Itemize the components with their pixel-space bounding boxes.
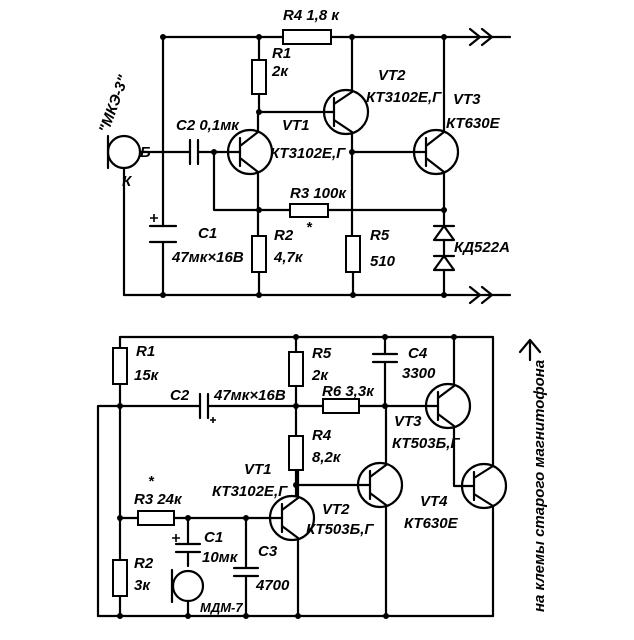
bottom-r6-resistor	[322, 398, 360, 414]
top-vt2-name: VT2	[378, 67, 406, 84]
bottom-r1-resistor	[112, 347, 128, 385]
top-mic-b: Б	[140, 144, 151, 161]
top-vt2-transistor	[322, 35, 370, 238]
bottom-r5-value: 2к	[311, 367, 329, 384]
bottom-circuit: R1 15к R5 2к C4 3300 C2 47мк×16В R6 3,3к…	[96, 334, 548, 619]
bottom-r3-star: *	[148, 473, 155, 490]
bottom-vt1-type: КТ3102Е,Г	[212, 483, 288, 500]
top-r2-value: 4,7к	[273, 249, 304, 266]
top-output-arrow-plus	[468, 27, 512, 47]
bottom-c4-capacitor	[371, 335, 399, 408]
bottom-c2-capacitor	[198, 392, 210, 420]
top-c1-value: 47мк×16В	[171, 249, 244, 266]
bottom-side-label: на клемы старого магнитофона	[531, 360, 548, 612]
bottom-r5-resistor	[288, 351, 304, 387]
bottom-r6-label: R6 3,3к	[322, 383, 375, 400]
top-circuit: R4 1,8 к R1 2к VT2 КТ3102Е,Г VT3 КТ630Е …	[96, 7, 512, 305]
top-diode-label: КД522А	[454, 239, 510, 256]
bottom-terminal-arrows	[518, 338, 542, 362]
bottom-r2-name: R2	[134, 555, 154, 572]
bottom-vt4-transistor	[460, 335, 508, 618]
bottom-r4-resistor	[288, 435, 304, 471]
top-microphone	[106, 134, 192, 297]
top-mic-label: "МКЭ-3"	[96, 72, 133, 135]
bottom-vt2-name: VT2	[322, 501, 350, 518]
bottom-c1-capacitor	[174, 516, 202, 568]
top-r5-name: R5	[370, 227, 390, 244]
bottom-c4-value: 3300	[402, 365, 436, 382]
bottom-r2-value: 3к	[134, 577, 151, 594]
top-junctions	[160, 34, 447, 298]
bottom-vt2-type: КТ503Б,Г	[306, 521, 374, 538]
top-vt1-name: VT1	[282, 117, 310, 134]
bottom-r3-resistor	[137, 510, 175, 526]
top-r4-label: R4 1,8 к	[283, 7, 340, 24]
top-r5-resistor	[345, 235, 361, 273]
top-output-arrow-minus	[468, 285, 512, 305]
bottom-c1-name: C1	[204, 529, 223, 546]
bottom-r5-name: R5	[312, 345, 332, 362]
top-vt3-name: VT3	[453, 91, 481, 108]
bottom-mic-label: МДМ-7	[200, 600, 243, 615]
top-vt1-transistor	[212, 110, 292, 238]
top-r3-label: R3 100к	[290, 185, 347, 202]
bottom-r1-name: R1	[136, 343, 155, 360]
bottom-c3-value: 4700	[255, 577, 290, 594]
top-r1-name: R1	[272, 45, 291, 62]
top-c1-capacitor	[148, 224, 178, 244]
top-mic-k: К	[122, 173, 133, 190]
top-r2-star: *	[306, 219, 313, 236]
bottom-vt3-type: КТ503Б,Г	[392, 435, 460, 452]
bottom-microphone	[170, 568, 205, 618]
top-vt1-type: КТ3102Е,Г	[270, 145, 346, 162]
bottom-r4-name: R4	[312, 427, 332, 444]
top-r1-value: 2к	[271, 63, 289, 80]
bottom-c2-label: C2	[170, 387, 190, 404]
top-c1-name: C1	[198, 225, 217, 242]
top-r2-name: R2	[274, 227, 294, 244]
bottom-vt4-name: VT4	[420, 493, 448, 510]
bottom-c1-value: 10мк	[202, 549, 239, 566]
top-r3-resistor	[289, 203, 329, 218]
bottom-r3-label: R3 24к	[134, 491, 183, 508]
bottom-vt4-type: КТ630Е	[404, 515, 459, 532]
top-vt2-type: КТ3102Е,Г	[366, 89, 442, 106]
bottom-vt1-transistor	[176, 468, 316, 618]
bottom-vt3-name: VT3	[394, 413, 422, 430]
top-c2-label: C2 0,1мк	[176, 117, 240, 134]
bottom-r4-value: 8,2к	[312, 449, 342, 466]
bottom-junctions	[117, 334, 457, 619]
top-r5-value: 510	[370, 253, 396, 270]
bottom-c3-capacitor	[232, 516, 260, 618]
top-vt3-transistor	[350, 35, 460, 228]
top-r2-resistor	[251, 235, 267, 273]
top-r1-resistor	[251, 59, 267, 95]
top-r4-resistor	[282, 29, 332, 45]
bottom-r2-resistor	[112, 559, 128, 597]
bottom-c2-value: 47мк×16В	[213, 387, 286, 404]
bottom-vt3-transistor	[424, 335, 476, 488]
bottom-c3-name: C3	[258, 543, 278, 560]
bottom-c4-name: C4	[408, 345, 428, 362]
bottom-left-wire	[96, 335, 122, 618]
top-vt3-type: КТ630Е	[446, 115, 501, 132]
bottom-vt1-name: VT1	[244, 461, 272, 478]
top-c2-capacitor	[188, 138, 242, 166]
bottom-vt2-transistor	[294, 404, 404, 618]
top-diodes	[432, 224, 456, 297]
bottom-r1-value: 15к	[134, 367, 160, 384]
